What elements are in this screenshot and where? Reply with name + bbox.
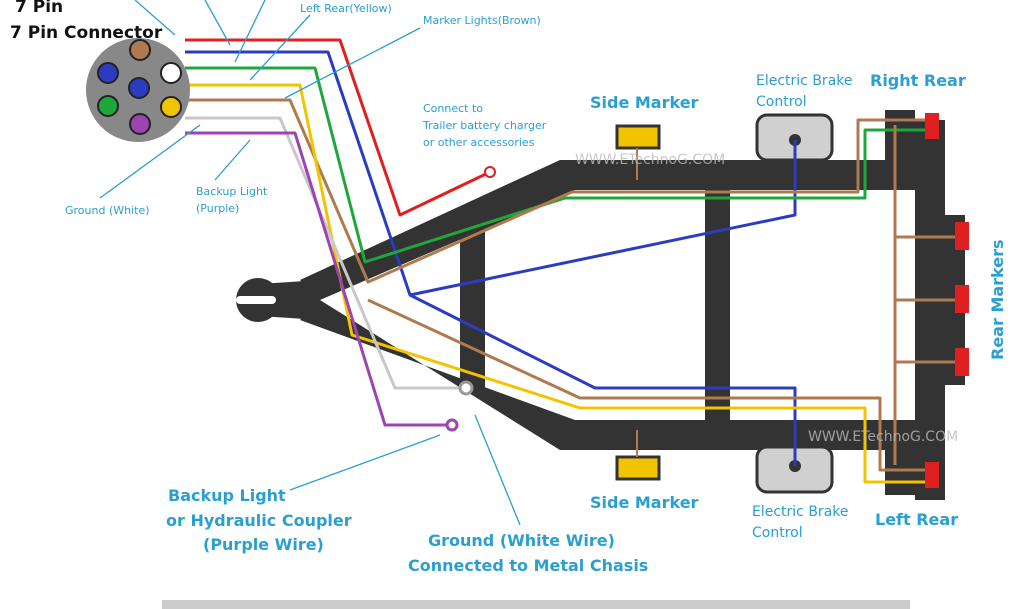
brake-top-label-1: Electric Brake [756, 73, 853, 89]
left-rear-label: Left Rear [875, 510, 958, 529]
ground-chassis-label-1: Ground (White Wire) [428, 531, 615, 550]
wires [185, 38, 955, 484]
backup-coupler-label-1: Backup Light [168, 486, 286, 505]
watermark: WWW.ETechnoG.COM [575, 152, 725, 168]
rear-marker-light [955, 222, 969, 250]
yellow-wire [185, 83, 925, 484]
right-rear-light [925, 113, 939, 139]
backup-purple-label-2: (Purple) [196, 202, 239, 215]
title-line-partial: 7 Pin [15, 0, 63, 17]
marker-lights-label: Marker Lights(Brown) [423, 14, 541, 27]
connect-to-label-1: Connect to [423, 102, 483, 115]
brown-wire [185, 98, 925, 284]
backup-purple-label-1: Backup Light [196, 185, 268, 198]
connect-to-label-2: Trailer battery charger [422, 119, 547, 132]
right-rear-label: Right Rear [870, 71, 966, 90]
side-marker-bottom-light [615, 455, 661, 481]
leader-lines [99, 0, 521, 526]
backup-coupler-label-3: (Purple Wire) [203, 535, 324, 554]
ground-white-label: Ground (White) [65, 204, 150, 217]
left-rear-yellow-label: Left Rear(Yellow) [300, 2, 392, 15]
rear-markers-label: Rear Markers [988, 239, 1007, 360]
purple-wire [185, 131, 450, 427]
rear-marker-light [955, 348, 969, 376]
backup-coupler-label-2: or Hydraulic Coupler [166, 511, 352, 530]
red-wire [185, 38, 491, 217]
diagram-title: 7 Pin Connector [10, 23, 163, 43]
watermark: WWW.ETechnoG.COM [808, 429, 958, 445]
left-rear-light [925, 462, 939, 488]
seven-pin-connector [86, 38, 190, 142]
side-marker-top-label: Side Marker [590, 93, 699, 112]
brake-bottom-label-2: Control [752, 525, 803, 541]
side-marker-bottom-label: Side Marker [590, 493, 699, 512]
bottom-bar [162, 600, 910, 609]
connect-to-label-3: or other accessories [423, 136, 535, 149]
rear-lights [925, 113, 969, 488]
rear-marker-light [955, 285, 969, 313]
brake-bottom-label-1: Electric Brake [752, 504, 849, 520]
brake-top-label-2: Control [756, 94, 807, 110]
side-marker-top-light [615, 124, 661, 150]
ground-chassis-label-2: Connected to Metal Chasis [408, 556, 648, 575]
white-wire [185, 116, 465, 390]
green-wire [185, 66, 925, 264]
